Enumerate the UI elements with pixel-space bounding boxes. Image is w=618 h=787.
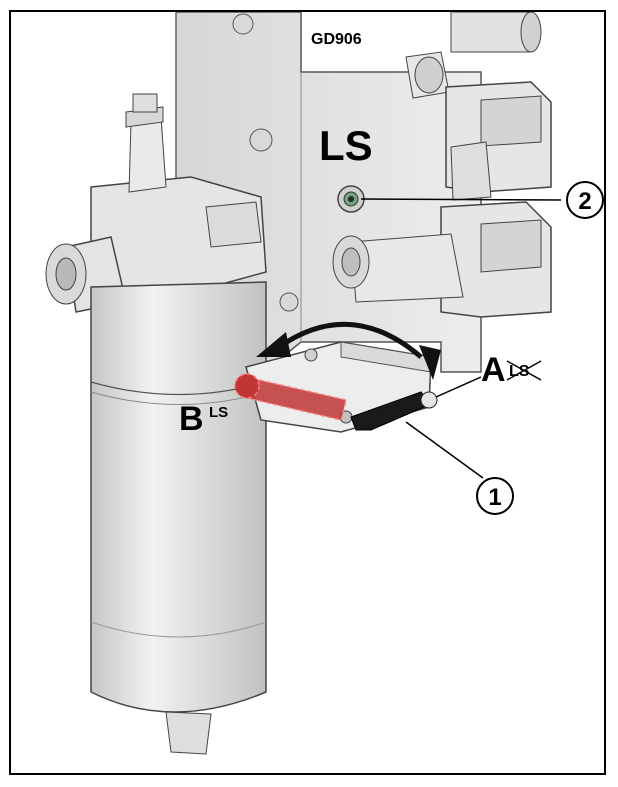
upper-solenoid xyxy=(445,81,552,201)
callout-2-circle xyxy=(566,181,604,219)
lever-position-b xyxy=(242,376,347,421)
callout-1-leader xyxy=(405,421,484,479)
hydraulic-valve-illustration: 2 1 GD906 LS B LS A LS xyxy=(45,12,604,755)
figure-frame: 2 1 GD906 LS B LS A LS xyxy=(9,10,606,775)
lower-solenoid xyxy=(332,201,552,318)
position-b-sub: LS xyxy=(209,404,228,421)
position-b-letter: B xyxy=(179,400,204,438)
lever-position-b-knob xyxy=(234,373,260,399)
callout-1-number: 1 xyxy=(488,484,501,511)
position-a-leader xyxy=(435,376,482,398)
block-code-label: GD906 xyxy=(311,31,362,48)
callout-2-number: 2 xyxy=(578,188,591,215)
callout-2-leader xyxy=(360,198,562,201)
upper-fittings xyxy=(405,12,542,99)
lever-position-a-knob xyxy=(420,391,438,409)
ls-port-label: LS xyxy=(319,122,373,169)
filter-canister xyxy=(90,281,267,755)
position-a-crossed-icon xyxy=(506,360,542,381)
rotation-arrow xyxy=(256,321,441,380)
lever-position-a xyxy=(350,391,432,431)
ls-port xyxy=(337,185,365,213)
position-a-letter: A xyxy=(481,351,506,389)
callout-1-circle xyxy=(476,477,514,515)
